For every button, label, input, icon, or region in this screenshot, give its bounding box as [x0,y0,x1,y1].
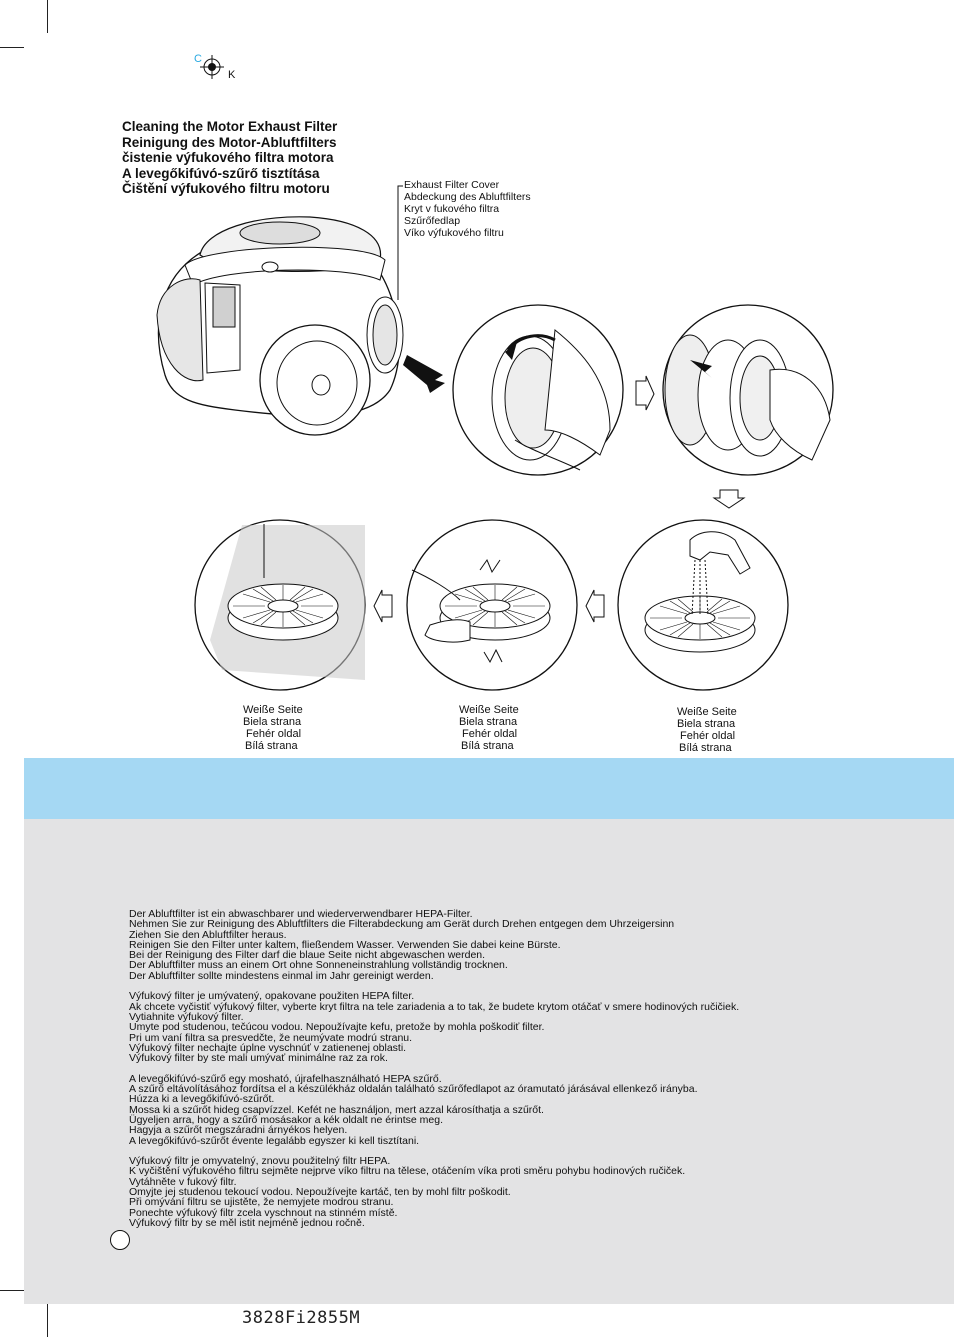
section-titles: Cleaning the Motor Exhaust Filter Reinig… [122,119,337,197]
text-line: Při omývání filtru se ujistěte, že nemyj… [129,1196,394,1209]
crop-mark-top-left-vertical [47,0,48,33]
title-hu: A levegőkifúvó-szűrő tisztítása [122,165,320,181]
page-number-circle [110,1230,130,1250]
caption-line: Biela strana [459,716,518,728]
document-code: 3828Fi2855M [242,1308,361,1328]
text-line: Ponechte výfukový filtr zcela vyschnout … [129,1206,398,1219]
cleaning-steps-illustration [194,304,834,691]
text-line: Bei der Reinigung des Filter darf die bl… [129,949,486,962]
caption-line: Weiße Seite [677,706,737,718]
arrow-down-icon [712,489,746,509]
step-remove-cover [452,304,624,476]
callout-line-hu: Szűrőfedlap [404,215,461,227]
callout-line-de: Abdeckung des Abluftfilters [404,191,531,203]
text-line: Der Abluftfilter ist ein abwaschbarer un… [129,908,473,920]
crop-mark-bottom-left-vertical [47,1304,48,1337]
step-wash-filter [617,519,789,691]
text-line: Nehmen Sie zur Reinigung des Abluftfilte… [129,918,675,931]
registration-crosshair-icon [200,55,224,79]
caption-line: Biela strana [243,716,302,728]
text-line: Výfukový filter by ste mali umývať minim… [129,1052,388,1065]
text-line: Húzza ki a levegőkifúvó-szűrőt. [129,1093,275,1106]
caption-dry: Weiße Seite Biela strana Fehér oldal Bíl… [243,704,303,752]
instructions-text: Der Abluftfilter ist ein abwaschbarer un… [129,908,740,1229]
title-de: Reinigung des Motor-Abluftfilters [122,134,337,150]
arrow-right-icon [635,375,655,411]
caption-line: Bílá strana [245,740,298,752]
text-line: K vyčištění výfukového filtru sejměte ne… [129,1165,686,1178]
title-en: Cleaning the Motor Exhaust Filter [122,119,338,134]
caption-line: Bílá strana [679,742,732,754]
registration-k-label: K [228,69,236,81]
callout-leader-line [397,185,403,300]
text-line: Vytáhněte v fukový filtr. [129,1175,237,1188]
caption-line: Bílá strana [461,740,514,752]
text-line: Pri um vaní filtra sa presvedčte, že neu… [129,1031,413,1044]
caption-wash: Weiße Seite Biela strana Fehér oldal Bíl… [677,706,737,754]
exhaust-filter-cover-callout: Exhaust Filter Cover Abdeckung des Abluf… [404,179,531,239]
text-line: Výfukový filtr by se měl istit nejméně j… [129,1216,365,1229]
title-cz: Čištění výfukového filtru motoru [122,181,330,196]
paragraph-cz: Výfukový filtr je omyvatelný, znovu použ… [129,1155,739,1229]
caption-line: Weiße Seite [243,704,303,716]
text-line: Ak chcete vyčistiť výfukový filter, vybe… [129,1000,740,1013]
crop-mark-bottom-left-horizontal [0,1290,24,1291]
instructions-panel [24,819,954,1304]
paragraph-de: Der Abluftfilter ist ein abwaschbarer un… [129,908,739,982]
step-pull-filter [662,304,834,476]
paragraph-hu: A levegőkifúvó-szűrő egy mosható, újrafe… [129,1072,739,1147]
text-line: A szűrő eltávolításához fordítsa el a ké… [129,1083,698,1096]
title-sk: čistenie výfukového filtra motora [122,150,334,165]
text-line: A levegőkifúvó-szűrő egy mosható, újrafe… [129,1072,442,1085]
text-line: Der Abluftfilter sollte mindestens einma… [129,969,434,982]
text-line: Výfukový filter je umývatený, opakovane … [129,990,415,1003]
caption-shake: Weiße Seite Biela strana Fehér oldal Bíl… [459,704,519,752]
step-shake-filter [406,519,578,691]
caption-line: Weiße Seite [459,704,519,716]
step-dry-filter [194,519,366,691]
registration-c-label: C [194,53,202,65]
callout-line-en: Exhaust Filter Cover [404,179,500,191]
arrow-left-icon [585,589,605,623]
text-line: Umyte pod studenou, tečúcou vodou. Nepou… [129,1021,545,1034]
registration-mark: C K [190,52,240,84]
vacuum-cleaner-illustration [156,216,445,436]
callout-line-cz: Víko výfukového filtru [404,227,504,239]
caption-line: Fehér oldal [680,730,736,742]
text-line: Ziehen Sie den Abluftfilter heraus. [129,928,287,941]
text-line: Mossa ki a szűrőt hideg csapvízzel. Kefé… [129,1103,544,1116]
text-line: Hagyja a szűrőt megszáradni árnyékos hel… [129,1124,348,1137]
crop-mark-top-left-horizontal [0,47,24,48]
text-line: Výfukový filtr je omyvatelný, znovu použ… [129,1155,391,1168]
text-line: A levegőkifúvó-szűrőt évente legalább eg… [129,1134,420,1147]
paragraph-sk: Výfukový filter je umývatený, opakovane … [129,990,740,1065]
arrow-left-icon [373,589,393,623]
text-line: Reinigen Sie den Filter unter kaltem, fl… [129,938,561,951]
text-line: Ügyeljen arra, hogy a szűrő mosásakor a … [129,1113,443,1126]
text-line: Der Abluftfilter muss an einem Ort ohne … [129,959,508,972]
text-line: Omyjte jej studenou tekoucí vodou. Nepou… [129,1186,511,1199]
caption-line: Biela strana [677,718,736,730]
header-band [24,758,954,819]
text-line: Výfukový filter nechajte úplne vyschnúť … [129,1041,407,1054]
caption-line: Fehér oldal [246,728,302,740]
caption-line: Fehér oldal [462,728,518,740]
callout-line-sk: Kryt v fukového filtra [404,203,500,215]
text-line: Vytiahnite výfukový filter. [129,1010,244,1023]
